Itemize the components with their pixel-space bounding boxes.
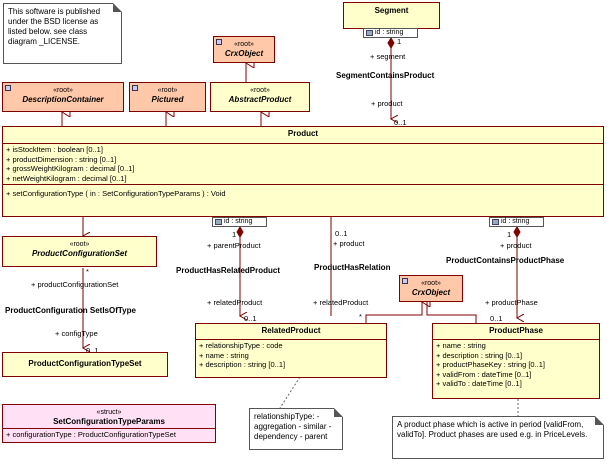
class-product-name: Product — [287, 129, 319, 138]
class-name: CrxObject — [224, 49, 264, 58]
attribute: + productDimension : string [0..1] — [6, 154, 117, 164]
class-product-attributes: + isStockItem : boolean [0..1] + product… — [3, 143, 603, 184]
relationship-type-note-text: relationshipType: - aggregation - simila… — [254, 412, 332, 441]
class-descriptioncontainer[interactable]: «root» DescriptionContainer — [2, 82, 124, 112]
class-setconfigurationtypeparams-attributes: + configurationType : ProductConfigurati… — [3, 428, 215, 441]
attribute: + description : string [0..1] — [199, 360, 286, 369]
class-icon — [5, 85, 11, 91]
class-segment[interactable]: Segment — [343, 2, 440, 29]
stereotype: «root» — [250, 87, 270, 94]
key-icon — [366, 30, 373, 36]
attribute: + name : string — [199, 350, 249, 360]
class-segment-name: Segment — [374, 6, 409, 15]
assoc-label-bottom-role: + relatedProduct — [313, 298, 369, 307]
license-note: This software is published under the BSD… — [3, 3, 122, 64]
relationship-type-note: relationshipType: - aggregation - simila… — [249, 408, 343, 450]
assoc-name-segmentcontainsproduct: SegmentContainsProduct — [336, 71, 435, 80]
class-icon — [216, 39, 222, 45]
composition-diamond-parentproduct — [236, 226, 244, 238]
key-icon — [492, 219, 499, 225]
stereotype: «root» — [157, 87, 178, 94]
license-note-text: This software is published under the BSD… — [8, 7, 101, 46]
attribute: + validFrom : dateTime [0..1] — [436, 369, 532, 379]
assoc-label-top-mult: 1 — [507, 230, 512, 239]
assoc-name-producthasrelation: ProductHasRelation — [314, 263, 391, 272]
class-productconfigurationset[interactable]: «root» ProductConfigurationSet — [2, 236, 157, 267]
attribute: + isStockItem : boolean [0..1] — [6, 145, 103, 154]
class-productphase-attributes: + name : string + description : string [… — [433, 339, 599, 390]
assoc-label-top-role: + product — [333, 239, 365, 248]
assoc-label-top-mult: * — [86, 267, 89, 276]
composition-diamond-productphase — [513, 226, 521, 238]
class-icon — [132, 85, 138, 91]
key-icon — [215, 219, 222, 225]
productphase-note: A product phase which is active in perio… — [392, 416, 604, 459]
class-product[interactable]: Product + isStockItem : boolean [0..1] +… — [2, 126, 604, 217]
operation: + setConfigurationType ( in : SetConfigu… — [6, 189, 226, 198]
note-anchor-relationship — [279, 376, 301, 409]
attribute: + configurationType : ProductConfigurati… — [6, 430, 176, 439]
class-name: ProductConfigurationTypeSet — [28, 359, 142, 368]
composition-diamond-segment — [387, 37, 395, 49]
generalization-relatedproduct-crxobject — [365, 302, 422, 323]
stereotype: «root» — [53, 87, 73, 94]
class-icon — [402, 278, 408, 284]
attribute: + grossWeightKilogram : decimal [0..1] — [6, 164, 135, 173]
qualifier-product-id-right: id : string — [489, 217, 544, 227]
qualifier-product-id-left: id : string — [212, 217, 267, 227]
assoc-label-top-mult: 1 — [232, 230, 237, 239]
assoc-label-top-mult: 0..1 — [335, 229, 348, 238]
stereotype: «root» — [234, 41, 254, 48]
assoc-label-bottom-mult: 0..1 — [86, 346, 99, 355]
class-setconfigurationtypeparams[interactable]: «struct» SetConfigurationTypeParams + co… — [2, 404, 216, 443]
class-pictured[interactable]: «root» Pictured — [129, 82, 206, 112]
assoc-label-bottom-mult: 0..1 — [244, 314, 257, 323]
attribute: + productPhaseKey : string [0..1] — [436, 360, 546, 369]
attribute: + netWeightKilogram : decimal [0..1] — [6, 173, 127, 183]
class-name: AbstractProduct — [228, 95, 292, 104]
stereotype: «root» — [421, 280, 441, 287]
assoc-label-bottom-role: + configType — [55, 329, 98, 338]
class-crxobject-mid[interactable]: «root» CrxObject — [399, 275, 463, 302]
qualifier-segment-id: id : string — [363, 28, 418, 38]
assoc-label-bottom-role: + productPhase — [485, 298, 538, 307]
attribute: + relationshipType : code — [199, 341, 283, 350]
assoc-label-bottom-mult: * — [359, 312, 362, 321]
class-productphase-name: ProductPhase — [489, 326, 543, 335]
class-abstractproduct[interactable]: «root» AbstractProduct — [210, 82, 310, 112]
productphase-note-text: A product phase which is active in perio… — [397, 420, 588, 439]
attribute: + name : string — [436, 341, 486, 350]
assoc-label-bottom-role: + product — [371, 99, 403, 108]
generalization-productphase-crxobject — [426, 302, 477, 323]
attribute: + validTo : dateTime [0..1] — [436, 379, 522, 388]
assoc-label-bottom-mult: 0..1 — [490, 314, 503, 323]
assoc-label-bottom-role: + relatedProduct — [207, 298, 263, 307]
class-relatedproduct-name: RelatedProduct — [261, 326, 321, 335]
class-name: Pictured — [151, 95, 184, 104]
class-productconfigurationtypeset[interactable]: ProductConfigurationTypeSet — [2, 352, 168, 377]
assoc-label-top-role: + product — [500, 241, 532, 250]
assoc-label-top-role: + segment — [370, 52, 406, 61]
class-relatedproduct[interactable]: RelatedProduct + relationshipType : code… — [195, 323, 387, 378]
assoc-label-bottom-mult: 0..1 — [394, 118, 407, 127]
class-name: CrxObject — [411, 288, 451, 297]
assoc-name-producthasrelatedproduct: ProductHasRelatedProduct — [176, 266, 281, 275]
class-name: DescriptionContainer — [22, 95, 104, 104]
assoc-label-top-role: + parentProduct — [207, 241, 261, 250]
class-productphase[interactable]: ProductPhase + name : string + descripti… — [432, 323, 600, 399]
assoc-label-top-role: + productConfigurationSet — [31, 280, 119, 289]
class-relatedproduct-attributes: + relationshipType : code + name : strin… — [196, 339, 386, 371]
assoc-name-productcontainsproductphase: ProductContainsProductPhase — [446, 256, 565, 265]
stereotype: «struct» — [96, 409, 122, 416]
class-product-operations: + setConfigurationType ( in : SetConfigu… — [3, 184, 603, 200]
class-crxobject-top[interactable]: «root» CrxObject — [213, 36, 275, 63]
assoc-label-top-mult: 1 — [397, 37, 402, 46]
attribute: + description : string [0..1] — [436, 350, 523, 360]
assoc-name-productconfigurationsetisoftype: ProductConfiguration SetIsOfType — [5, 306, 136, 315]
class-name: SetConfigurationTypeParams — [53, 417, 165, 426]
stereotype: «root» — [69, 241, 90, 248]
class-name: ProductConfigurationSet — [31, 249, 128, 258]
